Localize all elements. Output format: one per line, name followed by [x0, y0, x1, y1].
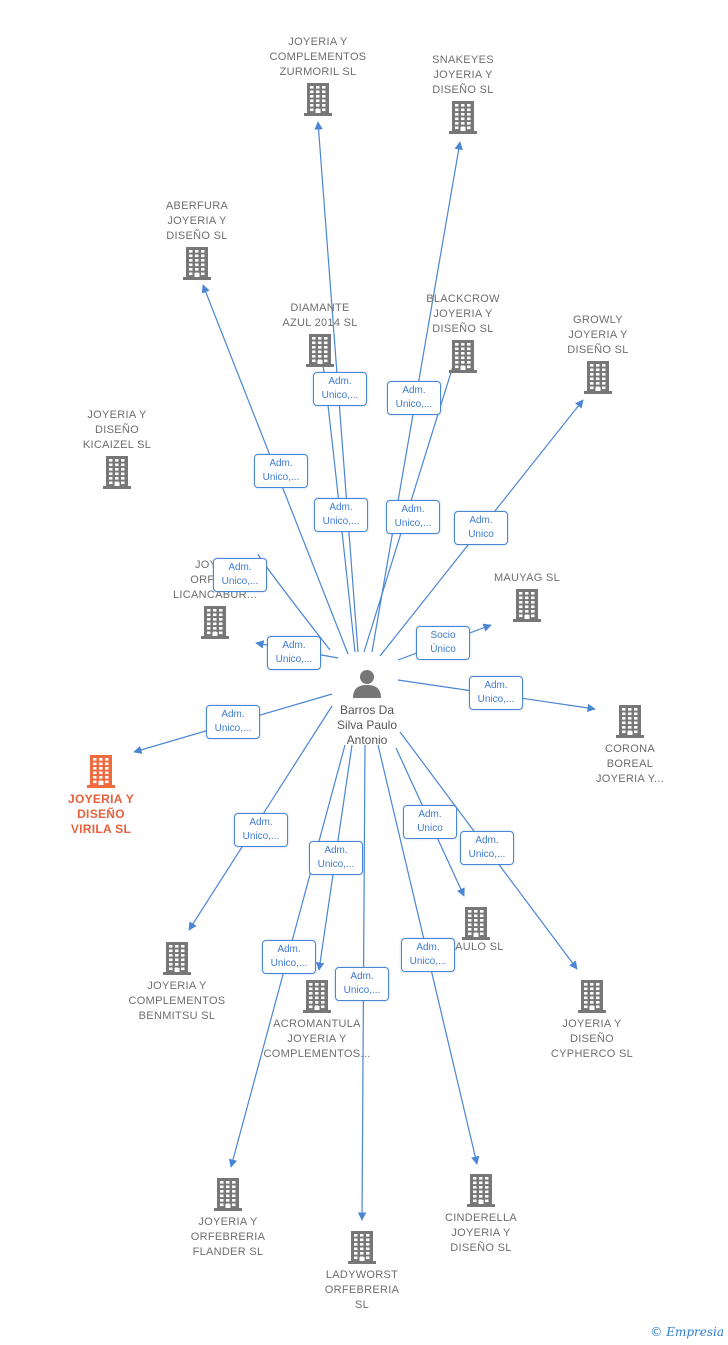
person-node[interactable]: Barros Da Silva Paulo Antonio	[322, 668, 412, 748]
company-label: ABERFURA JOYERIA Y DISEÑO SL	[165, 200, 229, 242]
building-icon	[348, 1231, 376, 1264]
company-label: JOYERIA Y DISEÑO CYPHERCO SL	[550, 1018, 634, 1060]
role-badge-corona[interactable]: Adm. Unico,...	[469, 676, 523, 710]
company-node-benmitsu[interactable]: JOYERIA Y COMPLEMENTOS BENMITSU SL	[117, 941, 237, 1024]
role-badge-mauyag[interactable]: Socio Único	[416, 626, 470, 660]
role-badge-kicaizel[interactable]: Adm. Unico,...	[213, 558, 267, 592]
company-node-paulo[interactable]: PAULO SL	[416, 906, 536, 955]
company-label: BLACKCROW JOYERIA Y DISEÑO SL	[426, 293, 500, 335]
company-node-zurmoril[interactable]: JOYERIA Y COMPLEMENTOS ZURMORIL SL	[258, 35, 378, 116]
company-node-growly[interactable]: GROWLY JOYERIA Y DISEÑO SL	[538, 313, 658, 394]
building-icon	[87, 755, 115, 788]
company-node-diamante[interactable]: DIAMANTE AZUL 2014 SL	[260, 301, 380, 367]
role-badge-benmitsu[interactable]: Adm. Unico,...	[234, 813, 288, 847]
company-label: JOYERIA Y DISEÑO VIRILA SL	[67, 792, 135, 836]
building-icon	[467, 1174, 495, 1207]
brand-logo: ©Empresia	[650, 1325, 724, 1339]
company-node-snakeyes[interactable]: SNAKEYES JOYERIA Y DISEÑO SL	[403, 53, 523, 134]
role-badge-ladyworst[interactable]: Adm. Unico,...	[335, 967, 389, 1001]
role-badge-growly[interactable]: Adm. Unico	[454, 511, 508, 545]
role-badge-diamante[interactable]: Adm. Unico,...	[314, 498, 368, 532]
person-icon	[353, 670, 381, 698]
building-icon	[303, 980, 331, 1013]
building-icon	[578, 980, 606, 1013]
company-node-ladyworst[interactable]: LADYWORST ORFEBRERIA SL	[302, 1230, 422, 1313]
company-node-flander[interactable]: JOYERIA Y ORFEBRERIA FLANDER SL	[168, 1177, 288, 1260]
building-icon	[304, 83, 332, 116]
company-node-corona[interactable]: CORONA BOREAL JOYERIA Y...	[570, 704, 690, 787]
role-badge-flander[interactable]: Adm. Unico,...	[262, 940, 316, 974]
building-icon	[183, 247, 211, 280]
building-icon	[462, 907, 490, 940]
company-label: JOYERIA Y COMPLEMENTOS BENMITSU SL	[128, 980, 226, 1022]
building-icon	[214, 1178, 242, 1211]
company-node-acromantula[interactable]: ACROMANTULA JOYERIA Y COMPLEMENTOS...	[257, 979, 377, 1062]
building-icon	[103, 456, 131, 489]
company-node-virila[interactable]: JOYERIA Y DISEÑO VIRILA SL	[41, 754, 161, 837]
company-label: CINDERELLA JOYERIA Y DISEÑO SL	[444, 1212, 518, 1254]
company-node-kicaizel[interactable]: JOYERIA Y DISEÑO KICAIZEL SL	[57, 408, 177, 489]
company-label: JOYERIA Y COMPLEMENTOS ZURMORIL SL	[269, 36, 367, 78]
role-badge-acromantula[interactable]: Adm. Unico,...	[309, 841, 363, 875]
company-label: GROWLY JOYERIA Y DISEÑO SL	[567, 314, 629, 356]
role-badge-blackcrow[interactable]: Adm. Unico,...	[386, 500, 440, 534]
building-icon	[449, 340, 477, 373]
company-node-mauyag[interactable]: MAUYAG SL	[467, 571, 587, 622]
person-name: Barros Da Silva Paulo Antonio	[336, 703, 398, 747]
company-node-cinderella[interactable]: CINDERELLA JOYERIA Y DISEÑO SL	[421, 1173, 541, 1256]
brand-name: Empresia	[666, 1325, 724, 1339]
role-badge-paulo[interactable]: Adm. Unico	[403, 805, 457, 839]
building-icon	[306, 334, 334, 367]
copyright-symbol: ©	[650, 1325, 663, 1339]
company-label: PAULO SL	[448, 941, 504, 953]
role-badge-virila[interactable]: Adm. Unico,...	[206, 705, 260, 739]
role-badge-aberfura[interactable]: Adm. Unico,...	[254, 454, 308, 488]
company-label: SNAKEYES JOYERIA Y DISEÑO SL	[432, 54, 494, 96]
building-icon	[163, 942, 191, 975]
company-label: LADYWORST ORFEBRERIA SL	[324, 1269, 400, 1311]
building-icon	[616, 705, 644, 738]
role-badge-cypherco[interactable]: Adm. Unico,...	[460, 831, 514, 865]
company-node-blackcrow[interactable]: BLACKCROW JOYERIA Y DISEÑO SL	[403, 292, 523, 373]
company-node-cypherco[interactable]: JOYERIA Y DISEÑO CYPHERCO SL	[532, 979, 652, 1062]
company-label: DIAMANTE AZUL 2014 SL	[282, 302, 358, 329]
building-icon	[584, 361, 612, 394]
company-label: JOYERIA Y DISEÑO KICAIZEL SL	[82, 409, 152, 451]
role-badge-cinderella[interactable]: Adm. Unico,...	[401, 938, 455, 972]
building-icon	[201, 606, 229, 639]
role-badge-zurmoril[interactable]: Adm. Unico,...	[313, 372, 367, 406]
role-badge-snakeyes[interactable]: Adm. Unico,...	[387, 381, 441, 415]
company-label: JOYERIA Y ORFEBRERIA FLANDER SL	[190, 1216, 266, 1258]
company-label: MAUYAG SL	[493, 572, 561, 584]
company-label: ACROMANTULA JOYERIA Y COMPLEMENTOS...	[263, 1018, 371, 1060]
building-icon	[513, 589, 541, 622]
company-node-aberfura[interactable]: ABERFURA JOYERIA Y DISEÑO SL	[137, 199, 257, 280]
building-icon	[449, 101, 477, 134]
role-badge-licancabur[interactable]: Adm. Unico,...	[267, 636, 321, 670]
company-label: CORONA BOREAL JOYERIA Y...	[595, 743, 664, 785]
edge-kicaizel	[257, 553, 331, 651]
